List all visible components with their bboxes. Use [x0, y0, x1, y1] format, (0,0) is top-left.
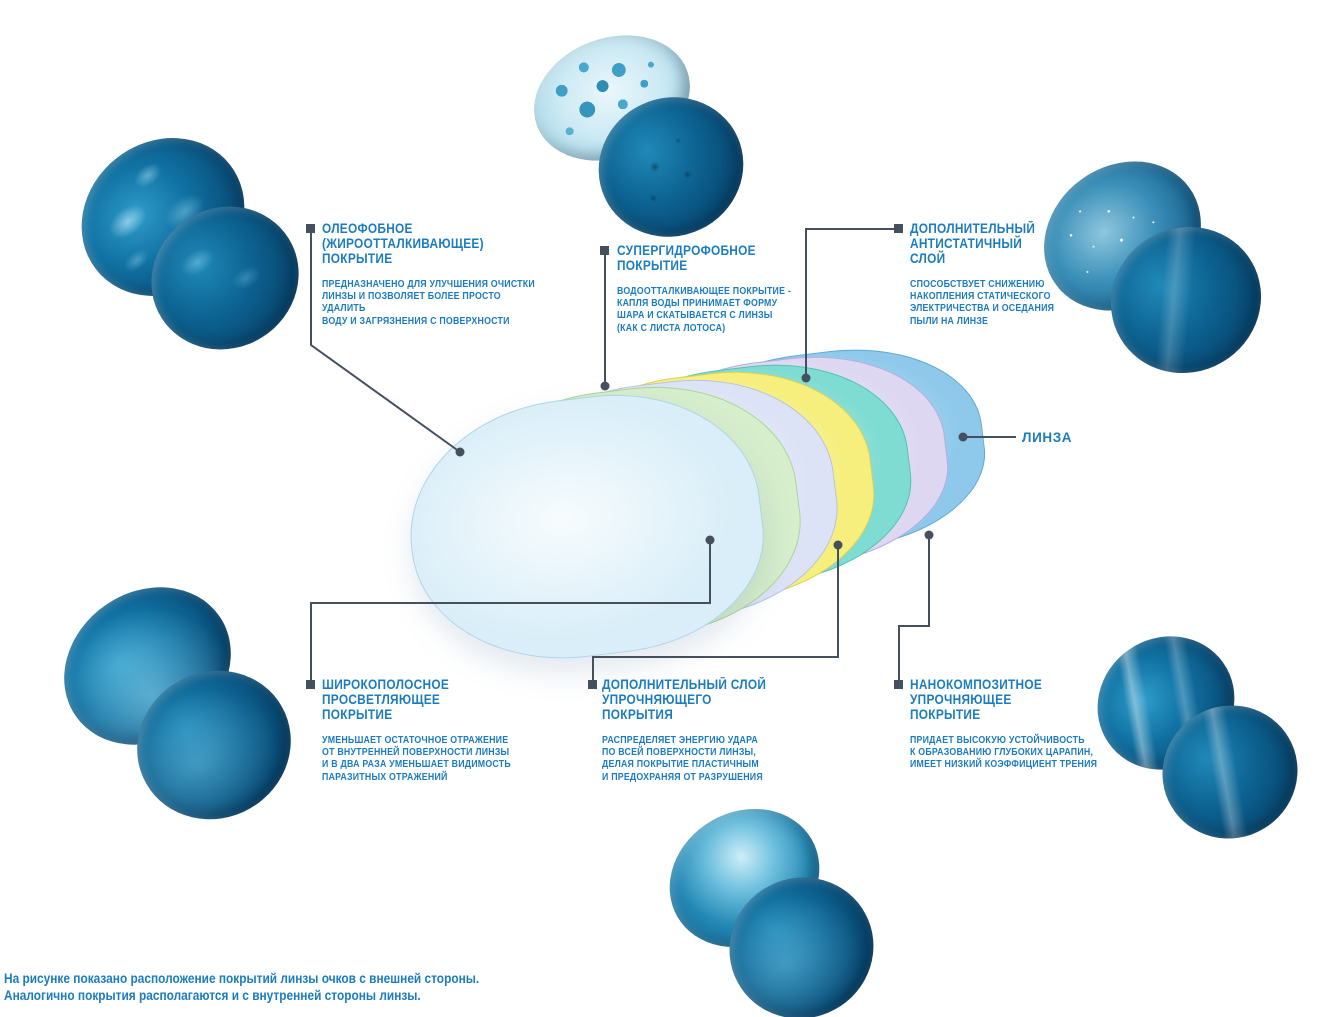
callout-title: ДОПОЛНИТЕЛЬНЫЙ АНТИСТАТИЧНЫЙ СЛОЙ [910, 221, 1036, 266]
callout-hardening-layer: ДОПОЛНИТЕЛЬНЫЙ СЛОЙ УПРОЧНЯЮЩЕГО ПОКРЫТИ… [602, 677, 813, 784]
lens-label: ЛИНЗА [1022, 430, 1073, 445]
footnote-caption: На рисунке показано расположение покрыти… [4, 971, 480, 1003]
bullet-square-icon [600, 246, 609, 255]
bullet-square-icon [306, 224, 315, 233]
callout-oleophobic: ОЛЕОФОБНОЕ (ЖИРООТТАЛКИВАЮЩЕЕ) ПОКРЫТИЕ … [322, 221, 542, 328]
callout-title: СУПЕРГИДРОФОБНОЕ ПОКРЫТИЕ [617, 243, 756, 273]
callout-superhydrophobic: СУПЕРГИДРОФОБНОЕ ПОКРЫТИЕ ВОДООТТАЛКИВАЮ… [617, 243, 819, 335]
callout-wideband-ar: ШИРОКОПОЛОСНОЕ ПРОСВЕТЛЯЮЩЕЕ ПОКРЫТИЕ УМ… [322, 677, 542, 784]
lens-photo-oleophobic [49, 105, 326, 378]
callout-body: СПОСОБСТВУЕТ СНИЖЕНИЮ НАКОПЛЕНИЯ СТАТИЧЕ… [910, 279, 1055, 327]
callout-body: ПРЕДНАЗНАЧЕНО ДЛЯ УЛУЧШЕНИЯ ОЧИСТКИ ЛИНЗ… [322, 279, 535, 327]
bullet-square-icon [894, 224, 903, 233]
connector-nanocomposite [898, 535, 930, 680]
lens-photo-wideband-ar [33, 555, 319, 848]
bullet-square-icon [588, 680, 597, 689]
callout-body: УМЕНЬШАЕТ ОСТАТОЧНОЕ ОТРАЖЕНИЕ ОТ ВНУТРЕ… [322, 735, 511, 783]
callout-antistatic: ДОПОЛНИТЕЛЬНЫЙ АНТИСТАТИЧНЫЙ СЛОЙ СПОСОБ… [910, 221, 1112, 328]
callout-title: ДОПОЛНИТЕЛЬНЫЙ СЛОЙ УПРОЧНЯЮЩЕГО ПОКРЫТИ… [602, 677, 767, 722]
callout-body: ВОДООТТАЛКИВАЮЩЕЕ ПОКРЫТИЕ - КАПЛЯ ВОДЫ … [617, 286, 791, 334]
callout-body: ПРИДАЕТ ВЫСОКУЮ УСТОЙЧИВОСТЬ К ОБРАЗОВАН… [910, 735, 1098, 771]
anchor-dot-icon [600, 381, 610, 391]
callout-body: РАСПРЕДЕЛЯЕТ ЭНЕРГИЮ УДАРА ПО ВСЕЙ ПОВЕР… [602, 735, 763, 783]
callout-title: ШИРОКОПОЛОСНОЕ ПРОСВЕТЛЯЮЩЕЕ ПОКРЫТИЕ [322, 677, 450, 722]
bullet-square-icon [306, 680, 315, 689]
callout-nanocomposite: НАНОКОМПОЗИТНОЕ УПРОЧНЯЮЩЕЕ ПОКРЫТИЕ ПРИ… [910, 677, 1130, 772]
callout-title: ОЛЕОФОБНОЕ (ЖИРООТТАЛКИВАЮЩЕЕ) ПОКРЫТИЕ [322, 221, 484, 266]
callout-title: НАНОКОМПОЗИТНОЕ УПРОЧНЯЮЩЕЕ ПОКРЫТИЕ [910, 677, 1043, 722]
bullet-square-icon [894, 680, 903, 689]
lens-photo-hardening-layer [644, 782, 899, 1017]
anchor-dot-icon [924, 530, 934, 540]
lens-photo-superhydrophobic [516, 14, 767, 261]
